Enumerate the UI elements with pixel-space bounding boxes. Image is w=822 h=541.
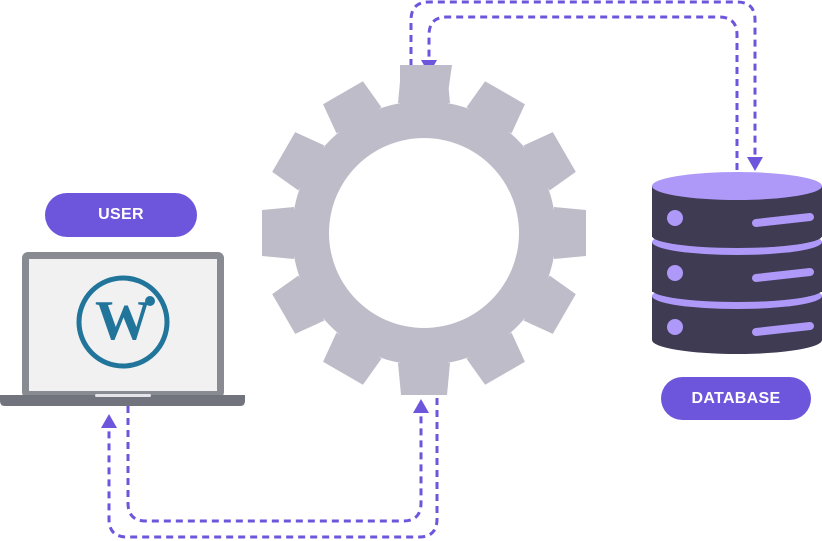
arrow-up-icon [101, 414, 117, 428]
wordpress-logo-icon: W [76, 275, 170, 369]
arrow-up-icon [413, 399, 429, 413]
laptop-icon: W [0, 252, 245, 406]
user-label-pill: USER [45, 193, 197, 237]
user-label: USER [98, 206, 144, 223]
arrow-down-icon [747, 157, 763, 171]
connector-database-to-gear [427, 15, 739, 170]
svg-text:W: W [95, 290, 151, 352]
database-label: DATABASE [691, 389, 781, 407]
connector-user-to-gear [126, 406, 423, 523]
connector-gear-to-user [107, 398, 439, 539]
database-label-pill: DATABASE [661, 377, 811, 420]
connector-gear-to-database [409, 0, 757, 158]
database-icon [652, 172, 822, 354]
gear-icon [262, 65, 586, 395]
